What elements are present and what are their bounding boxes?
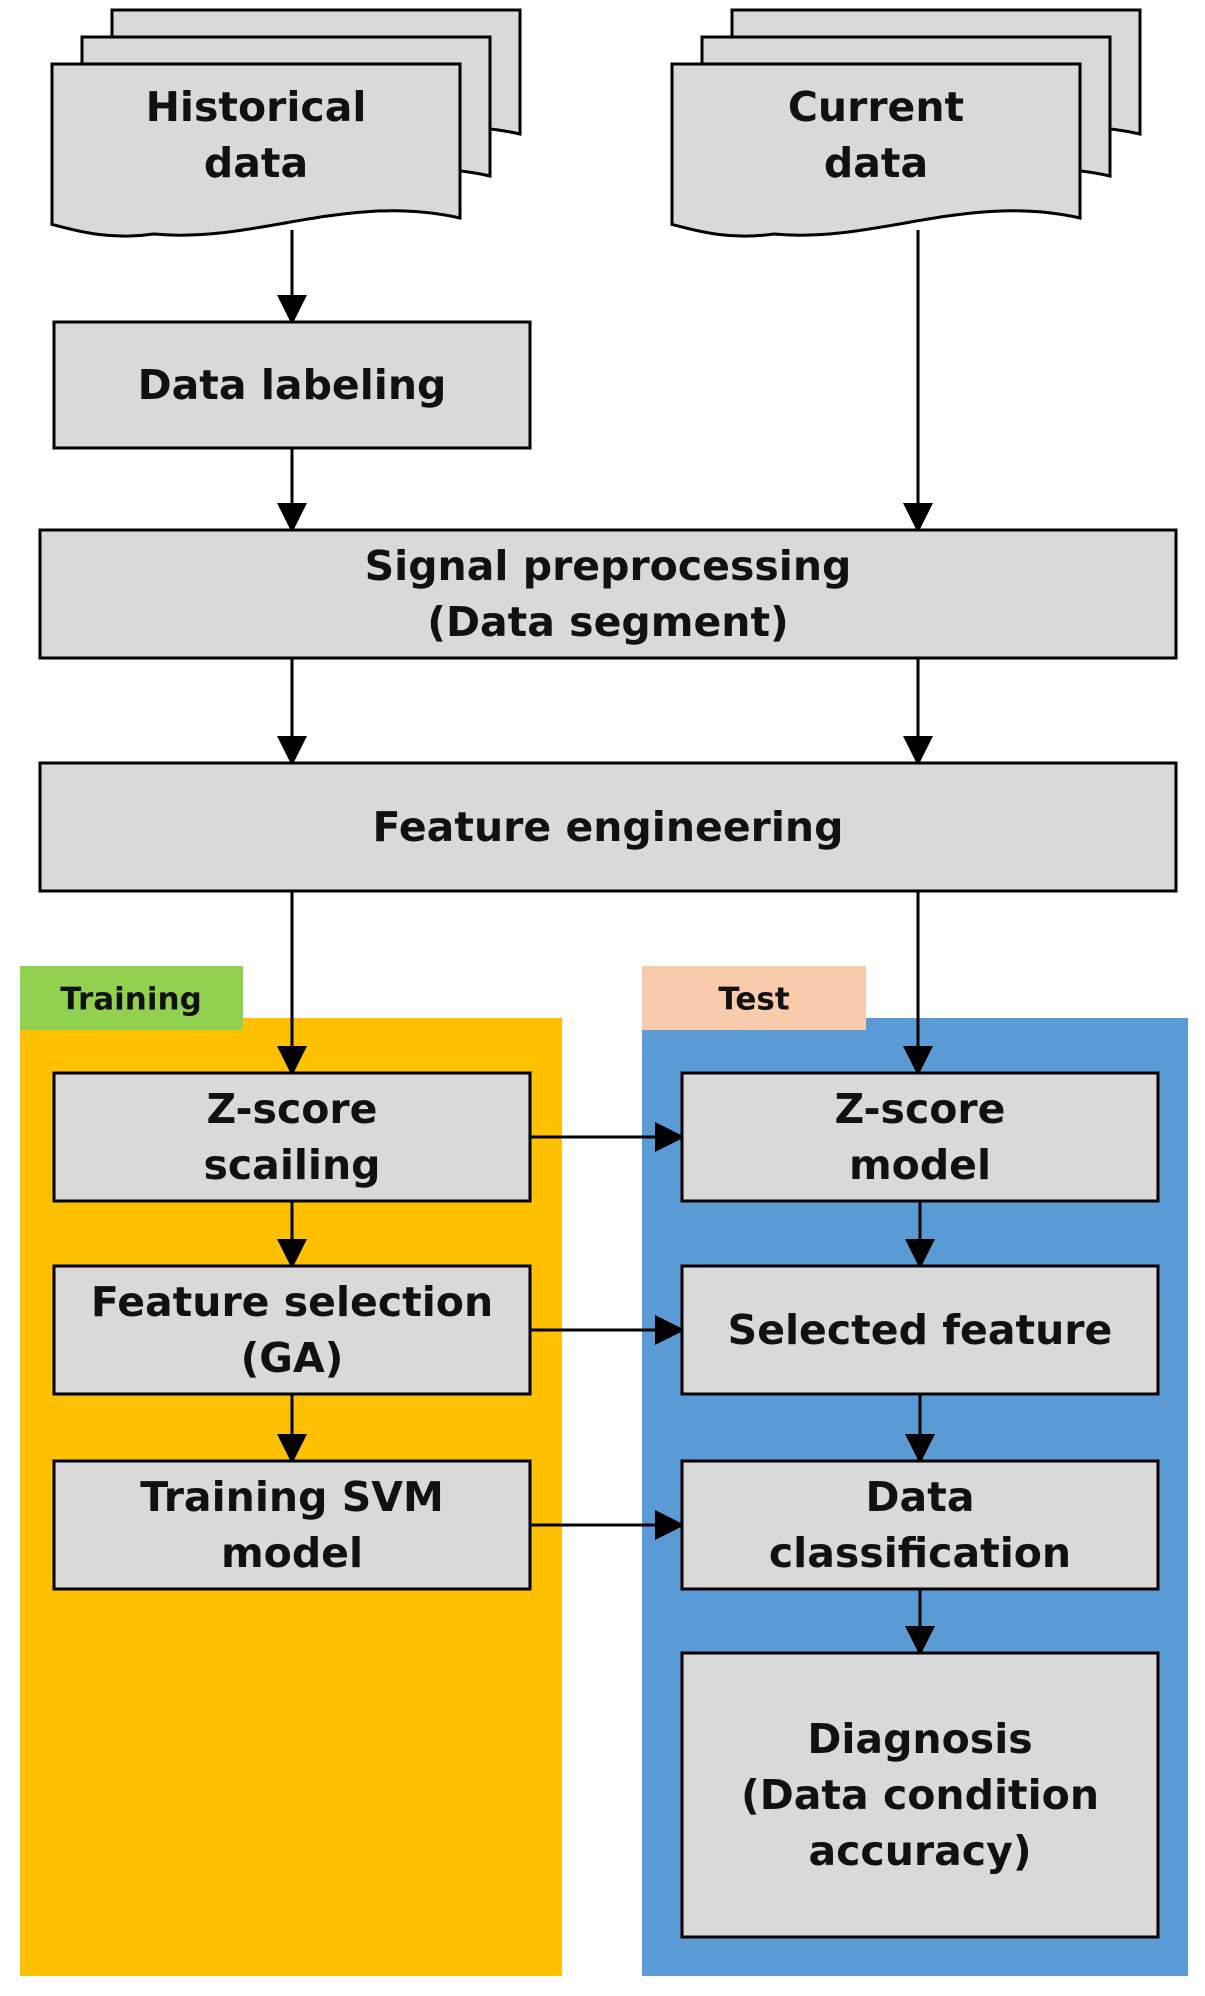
node-label-line: data xyxy=(204,139,308,187)
process-box xyxy=(38,528,1178,660)
node-zscore-model: Z-score model xyxy=(680,1071,1160,1203)
node-label-line: classification xyxy=(769,1529,1071,1577)
node-label-line: (GA) xyxy=(241,1334,344,1382)
node-label-line: Z-score xyxy=(835,1085,1006,1133)
node-label-line: Data xyxy=(866,1473,975,1521)
node-training-svm: Training SVM model xyxy=(52,1459,532,1591)
process-box xyxy=(52,320,532,450)
node-label-line: Data labeling xyxy=(138,361,447,409)
node-label-line: Feature engineering xyxy=(373,803,844,851)
node-selected-feature: Selected feature xyxy=(680,1264,1160,1396)
process-box xyxy=(680,1651,1160,1939)
training-tag-label: Training xyxy=(60,982,202,1018)
node-label-line: model xyxy=(849,1141,991,1189)
node-label-line: Current xyxy=(788,83,964,131)
node-label-line: model xyxy=(221,1529,363,1577)
process-box xyxy=(52,1459,532,1591)
test-tag-label: Test xyxy=(718,982,790,1018)
node-label-line: Diagnosis xyxy=(807,1715,1032,1763)
document-front-page xyxy=(50,62,462,238)
document-front-page xyxy=(670,62,1082,238)
node-label-line: scailing xyxy=(203,1141,380,1189)
node-zscore-scaling: Z-score scailing xyxy=(52,1071,532,1203)
edges-layer xyxy=(277,230,935,1656)
process-box xyxy=(52,1264,532,1396)
test-tag xyxy=(642,966,866,1030)
node-label-line: Z-score xyxy=(207,1085,378,1133)
node-label-line: Selected feature xyxy=(728,1306,1113,1354)
node-label-line: (Data segment) xyxy=(427,598,789,646)
node-labeling: Data labeling xyxy=(52,320,532,450)
process-box xyxy=(38,761,1178,893)
node-current: Current data xyxy=(670,8,1142,238)
node-diagnosis: Diagnosis (Data condition accuracy) xyxy=(680,1651,1160,1939)
node-label-line: Feature selection xyxy=(91,1278,493,1326)
process-box xyxy=(52,1071,532,1203)
node-label-line: Historical xyxy=(146,83,367,131)
training-tag xyxy=(20,966,243,1030)
process-box xyxy=(680,1264,1160,1396)
process-box xyxy=(680,1459,1160,1591)
node-label-line: (Data condition xyxy=(741,1771,1099,1819)
node-feature-eng: Feature engineering xyxy=(38,761,1178,893)
node-preprocessing: Signal preprocessing (Data segment) xyxy=(38,528,1178,660)
node-label-line: data xyxy=(824,139,928,187)
node-label-line: accuracy) xyxy=(808,1827,1031,1875)
node-label-line: Signal preprocessing xyxy=(365,542,852,590)
node-feature-selection: Feature selection (GA) xyxy=(52,1264,532,1396)
node-data-classification: Data classification xyxy=(680,1459,1160,1591)
node-label-line: Training SVM xyxy=(140,1473,444,1521)
process-box xyxy=(680,1071,1160,1203)
node-historical: Historical data xyxy=(50,8,522,238)
